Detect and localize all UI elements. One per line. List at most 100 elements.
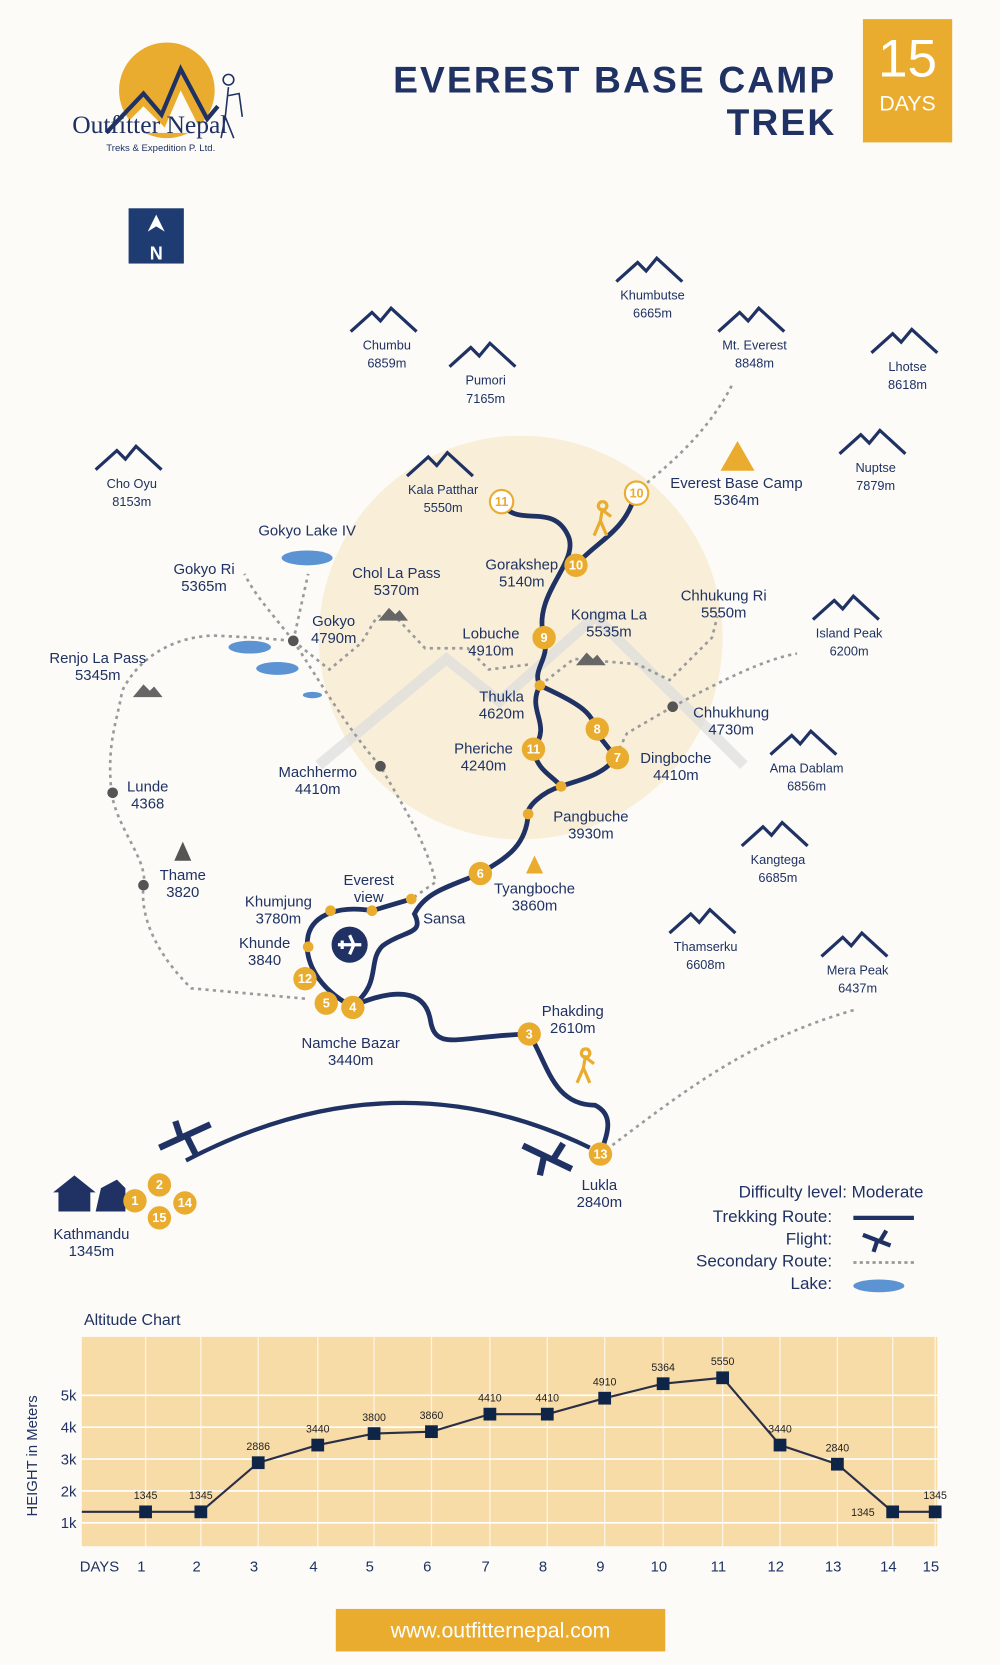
day-stop-marker: 11 bbox=[488, 488, 515, 515]
mountain-peak-icon bbox=[405, 450, 474, 478]
waypoint-dot bbox=[555, 781, 567, 792]
waypoint-dot bbox=[667, 701, 679, 713]
waypoint-dot bbox=[302, 941, 314, 953]
mountain-peak-icon bbox=[717, 305, 786, 333]
chart-data-point bbox=[367, 1427, 381, 1440]
pass-mountain-icon bbox=[132, 684, 163, 698]
place-name: Chol La Pass bbox=[352, 564, 441, 582]
watermark-mountains bbox=[315, 609, 748, 770]
legend-flight-icon bbox=[862, 1229, 892, 1253]
mountain-peak-icon bbox=[615, 255, 684, 283]
chart-xtick-label: 14 bbox=[880, 1560, 897, 1576]
chart-xtick-label: 10 bbox=[651, 1560, 668, 1576]
place-label: Sansa bbox=[423, 910, 465, 927]
place-name: Machhermo bbox=[278, 763, 358, 781]
chart-plot-area bbox=[81, 1336, 938, 1547]
compass-label: N bbox=[149, 243, 163, 264]
day-stop-marker: 12 bbox=[293, 967, 317, 991]
chart-xtick-label: 15 bbox=[923, 1560, 940, 1576]
secondary-route bbox=[599, 1008, 856, 1156]
temple-icon bbox=[53, 1175, 126, 1212]
day-stop-marker: 9 bbox=[532, 625, 556, 650]
place-elevation: 5535m bbox=[586, 622, 632, 640]
place-label: Thamserku 6608m bbox=[674, 938, 738, 974]
compass: N bbox=[128, 208, 184, 264]
website-link[interactable]: www.outfitternepal.com bbox=[335, 1608, 666, 1652]
chart-data-point bbox=[139, 1505, 152, 1519]
chart-xtick-label: 13 bbox=[825, 1560, 842, 1576]
place-elevation: 4410m bbox=[294, 780, 341, 798]
day-stop-marker: 13 bbox=[588, 1142, 613, 1166]
waypoint-dot bbox=[405, 893, 417, 905]
place-elevation: view bbox=[353, 888, 384, 906]
pass-mountain-icon bbox=[575, 652, 606, 666]
chart-data-point bbox=[831, 1457, 844, 1471]
place-name: Everest Base Camp bbox=[670, 473, 803, 491]
place-elevation: 5550m bbox=[700, 603, 747, 621]
place-name: Chumbu bbox=[362, 337, 411, 353]
chart-xtick-label: 8 bbox=[539, 1560, 547, 1576]
secondary-route bbox=[243, 573, 310, 642]
day-stop-marker: 1 bbox=[123, 1189, 147, 1213]
day-stop-marker: 10 bbox=[564, 553, 588, 578]
place-elevation: 5345m bbox=[75, 666, 121, 684]
chart-data-point bbox=[928, 1505, 942, 1519]
place-elevation: 6859m bbox=[367, 356, 407, 371]
north-arrow-icon bbox=[147, 214, 165, 232]
secondary-route bbox=[614, 705, 674, 758]
logo-icon bbox=[104, 42, 244, 139]
place-name: Thamserku bbox=[673, 939, 738, 955]
chart-ytick-label: 5k bbox=[61, 1389, 77, 1405]
chart-data-label: 3800 bbox=[362, 1412, 386, 1424]
place-elevation: 6665m bbox=[632, 306, 672, 321]
day-stop-marker: 8 bbox=[585, 717, 609, 741]
mountain-peak-icon bbox=[740, 820, 809, 848]
chart-xtick-label: 1 bbox=[137, 1560, 145, 1576]
place-name: Pumori bbox=[465, 373, 506, 388]
place-name: Gorakshep bbox=[485, 555, 559, 573]
chart-data-point bbox=[311, 1438, 325, 1452]
place-name: Gokyo Lake IV bbox=[258, 521, 356, 539]
waypoint-dot bbox=[107, 787, 118, 799]
place-elevation: 5370m bbox=[373, 581, 420, 599]
chart-ytick-label: 1k bbox=[61, 1516, 77, 1532]
chart-data-label: 1345 bbox=[134, 1490, 158, 1502]
place-name: Mera Peak bbox=[826, 962, 889, 978]
chart-data-label: 1345 bbox=[851, 1507, 875, 1519]
days-badge: 15 DAYS bbox=[862, 19, 953, 143]
stupa-icon bbox=[526, 855, 544, 874]
place-elevation: 7879m bbox=[856, 478, 896, 494]
place-name: Kongma La bbox=[570, 605, 647, 623]
place-name: Gokyo bbox=[312, 612, 356, 630]
waypoint-dot bbox=[534, 680, 546, 691]
place-elevation: 4620m bbox=[478, 704, 525, 722]
place-name: Nuptse bbox=[855, 460, 896, 476]
place-elevation: 5550m bbox=[423, 500, 463, 516]
place-elevation: 3840 bbox=[248, 951, 282, 969]
chart-data-point bbox=[716, 1371, 730, 1385]
place-name: Chhukung Ri bbox=[680, 586, 767, 604]
place-elevation: 6608m bbox=[686, 957, 726, 973]
place-name: Tyangboche bbox=[493, 879, 576, 897]
mountain-peak-icon bbox=[838, 428, 907, 455]
logo-name: Outfitter Nepal bbox=[72, 111, 228, 140]
place-elevation: 6856m bbox=[787, 778, 827, 794]
place-elevation: 4240m bbox=[460, 756, 507, 774]
chart-data-label: 1345 bbox=[923, 1490, 947, 1502]
chart-data-point bbox=[194, 1505, 208, 1519]
